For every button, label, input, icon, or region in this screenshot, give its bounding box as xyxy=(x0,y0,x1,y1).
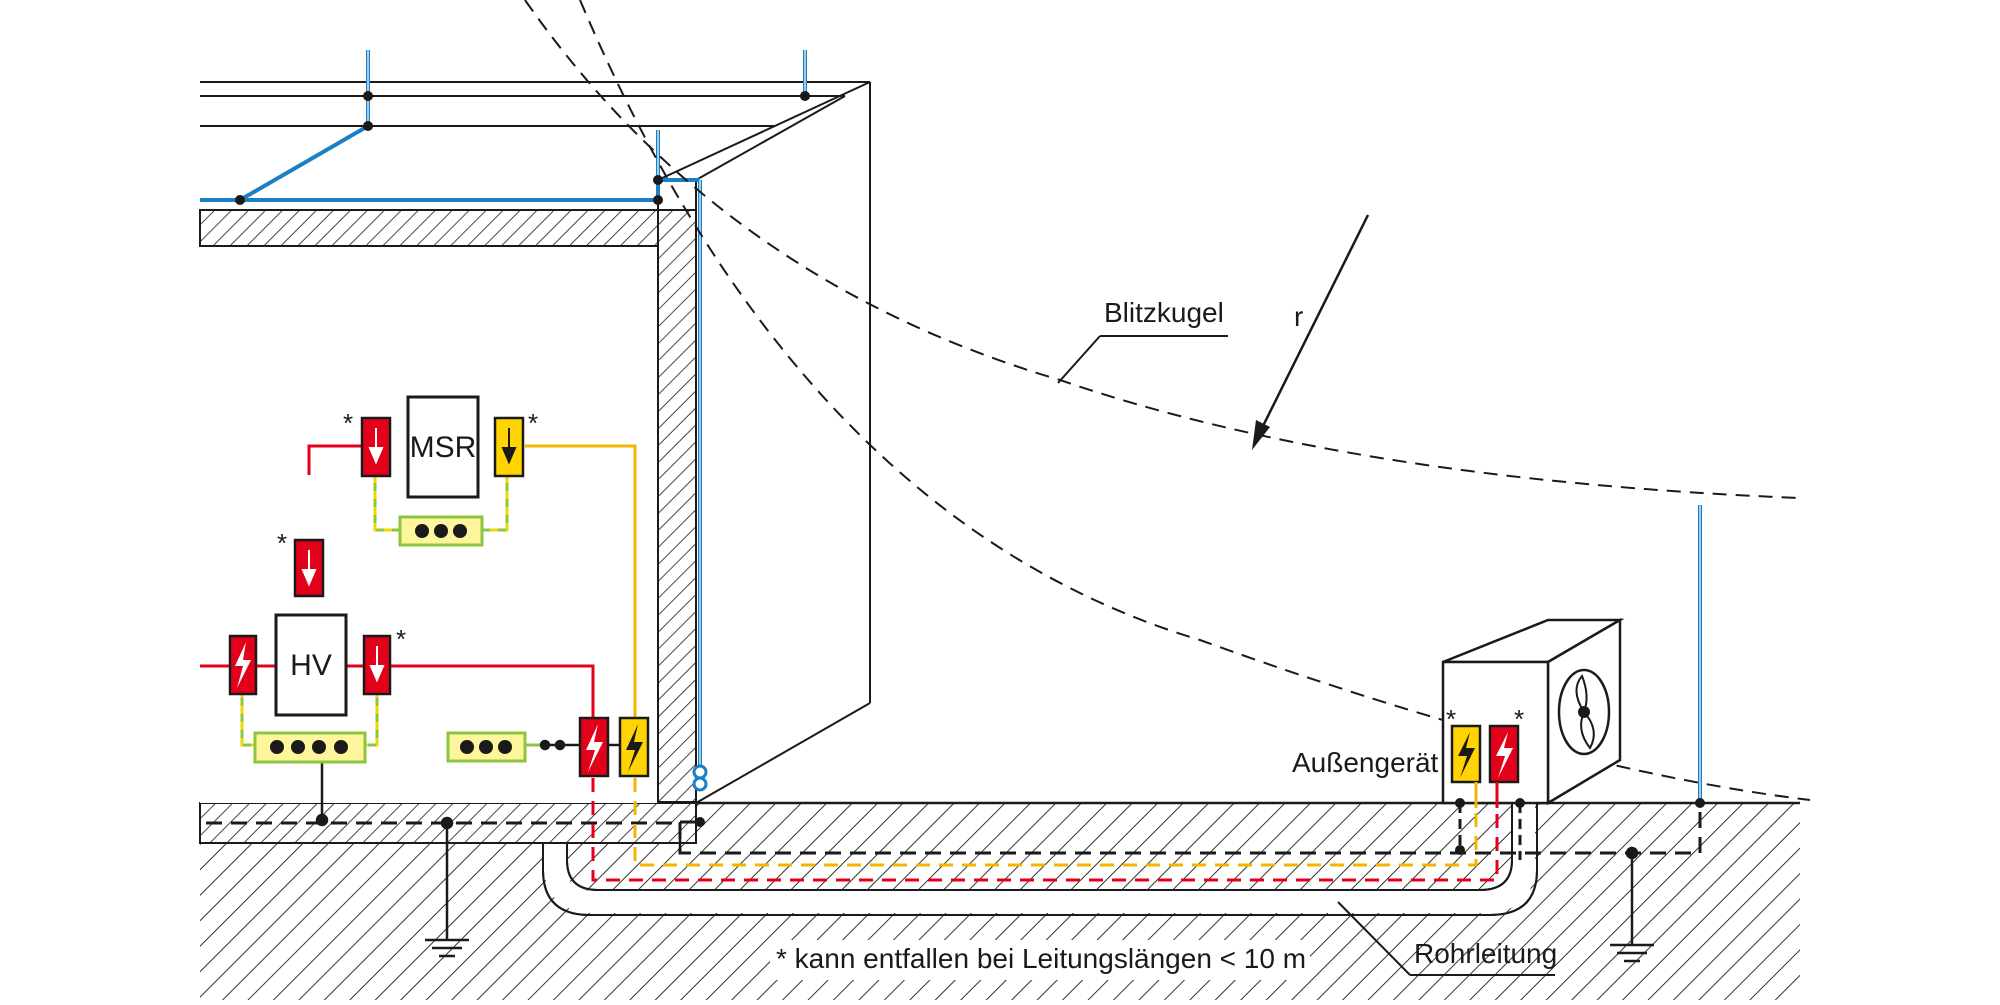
radius-arrow xyxy=(1252,214,1370,450)
asterisk-4: * xyxy=(396,624,406,654)
signal-line-dashed xyxy=(633,778,1478,867)
lightning-bolt-icon-3 xyxy=(626,724,643,772)
rohrleitung-label: Rohrleitung xyxy=(1414,938,1557,969)
blitzkugel-label: Blitzkugel xyxy=(1104,297,1224,328)
air-termination-inner-lines xyxy=(367,50,1701,803)
asterisk-1: * xyxy=(343,408,353,438)
down-conductor-clamp xyxy=(692,764,708,792)
msr-box xyxy=(406,395,480,499)
hv-label: HV xyxy=(290,649,332,682)
lightning-bolt-icon-4 xyxy=(1458,732,1475,778)
outdoor-connections xyxy=(1455,782,1525,860)
equipotential-bar-msr xyxy=(398,515,484,547)
spd-yellow-entry xyxy=(618,716,650,778)
arrow-down-icon-4 xyxy=(369,646,385,683)
lightning-bolt-icon-2 xyxy=(586,724,603,772)
spd-red-hv-in xyxy=(228,634,258,696)
asterisk-3: * xyxy=(277,528,287,558)
spd-red-vertical xyxy=(293,538,325,598)
radius-label: r xyxy=(1294,301,1303,332)
building xyxy=(199,81,871,844)
arrow-down-icon-3 xyxy=(301,550,317,587)
msr-label: MSR xyxy=(410,431,477,464)
hv-box xyxy=(274,613,348,717)
lightning-bolt-icon xyxy=(235,642,251,688)
rohrleitung-leader xyxy=(1337,901,1555,976)
ground-symbol-icon-2 xyxy=(1610,846,1654,963)
pipe-trench xyxy=(542,728,1538,916)
lightning-bolt-icon-5 xyxy=(1496,732,1513,778)
spd-red-msr xyxy=(360,416,392,478)
blitzkugel-leader xyxy=(1057,335,1228,384)
fan-icon xyxy=(1557,668,1611,756)
asterisk-6: * xyxy=(1514,704,1524,734)
asterisk-5: * xyxy=(1446,704,1456,734)
junction-points xyxy=(235,91,1705,827)
spd-red-hv-out xyxy=(362,634,392,696)
spd-yellow-msr xyxy=(493,416,525,478)
equipotential-bar-entry xyxy=(446,731,527,763)
spd-yellow-outdoor xyxy=(1450,724,1482,784)
equipotential-bar-hv xyxy=(253,731,367,764)
spd-red-entry xyxy=(578,716,610,778)
signal-line xyxy=(525,444,637,730)
arrow-down-icon-2 xyxy=(501,428,517,465)
aussengeraet-label: Außengerät xyxy=(1292,747,1439,778)
footnote: * kann entfallen bei Leitungslängen < 10… xyxy=(776,943,1306,974)
ground-symbol-icon xyxy=(425,816,469,958)
power-line-dashed xyxy=(591,778,1499,882)
equipotential-wires-overlay xyxy=(240,475,509,747)
arrow-down-icon xyxy=(368,428,384,465)
asterisk-2: * xyxy=(528,408,538,438)
spd-red-outdoor xyxy=(1488,724,1520,784)
